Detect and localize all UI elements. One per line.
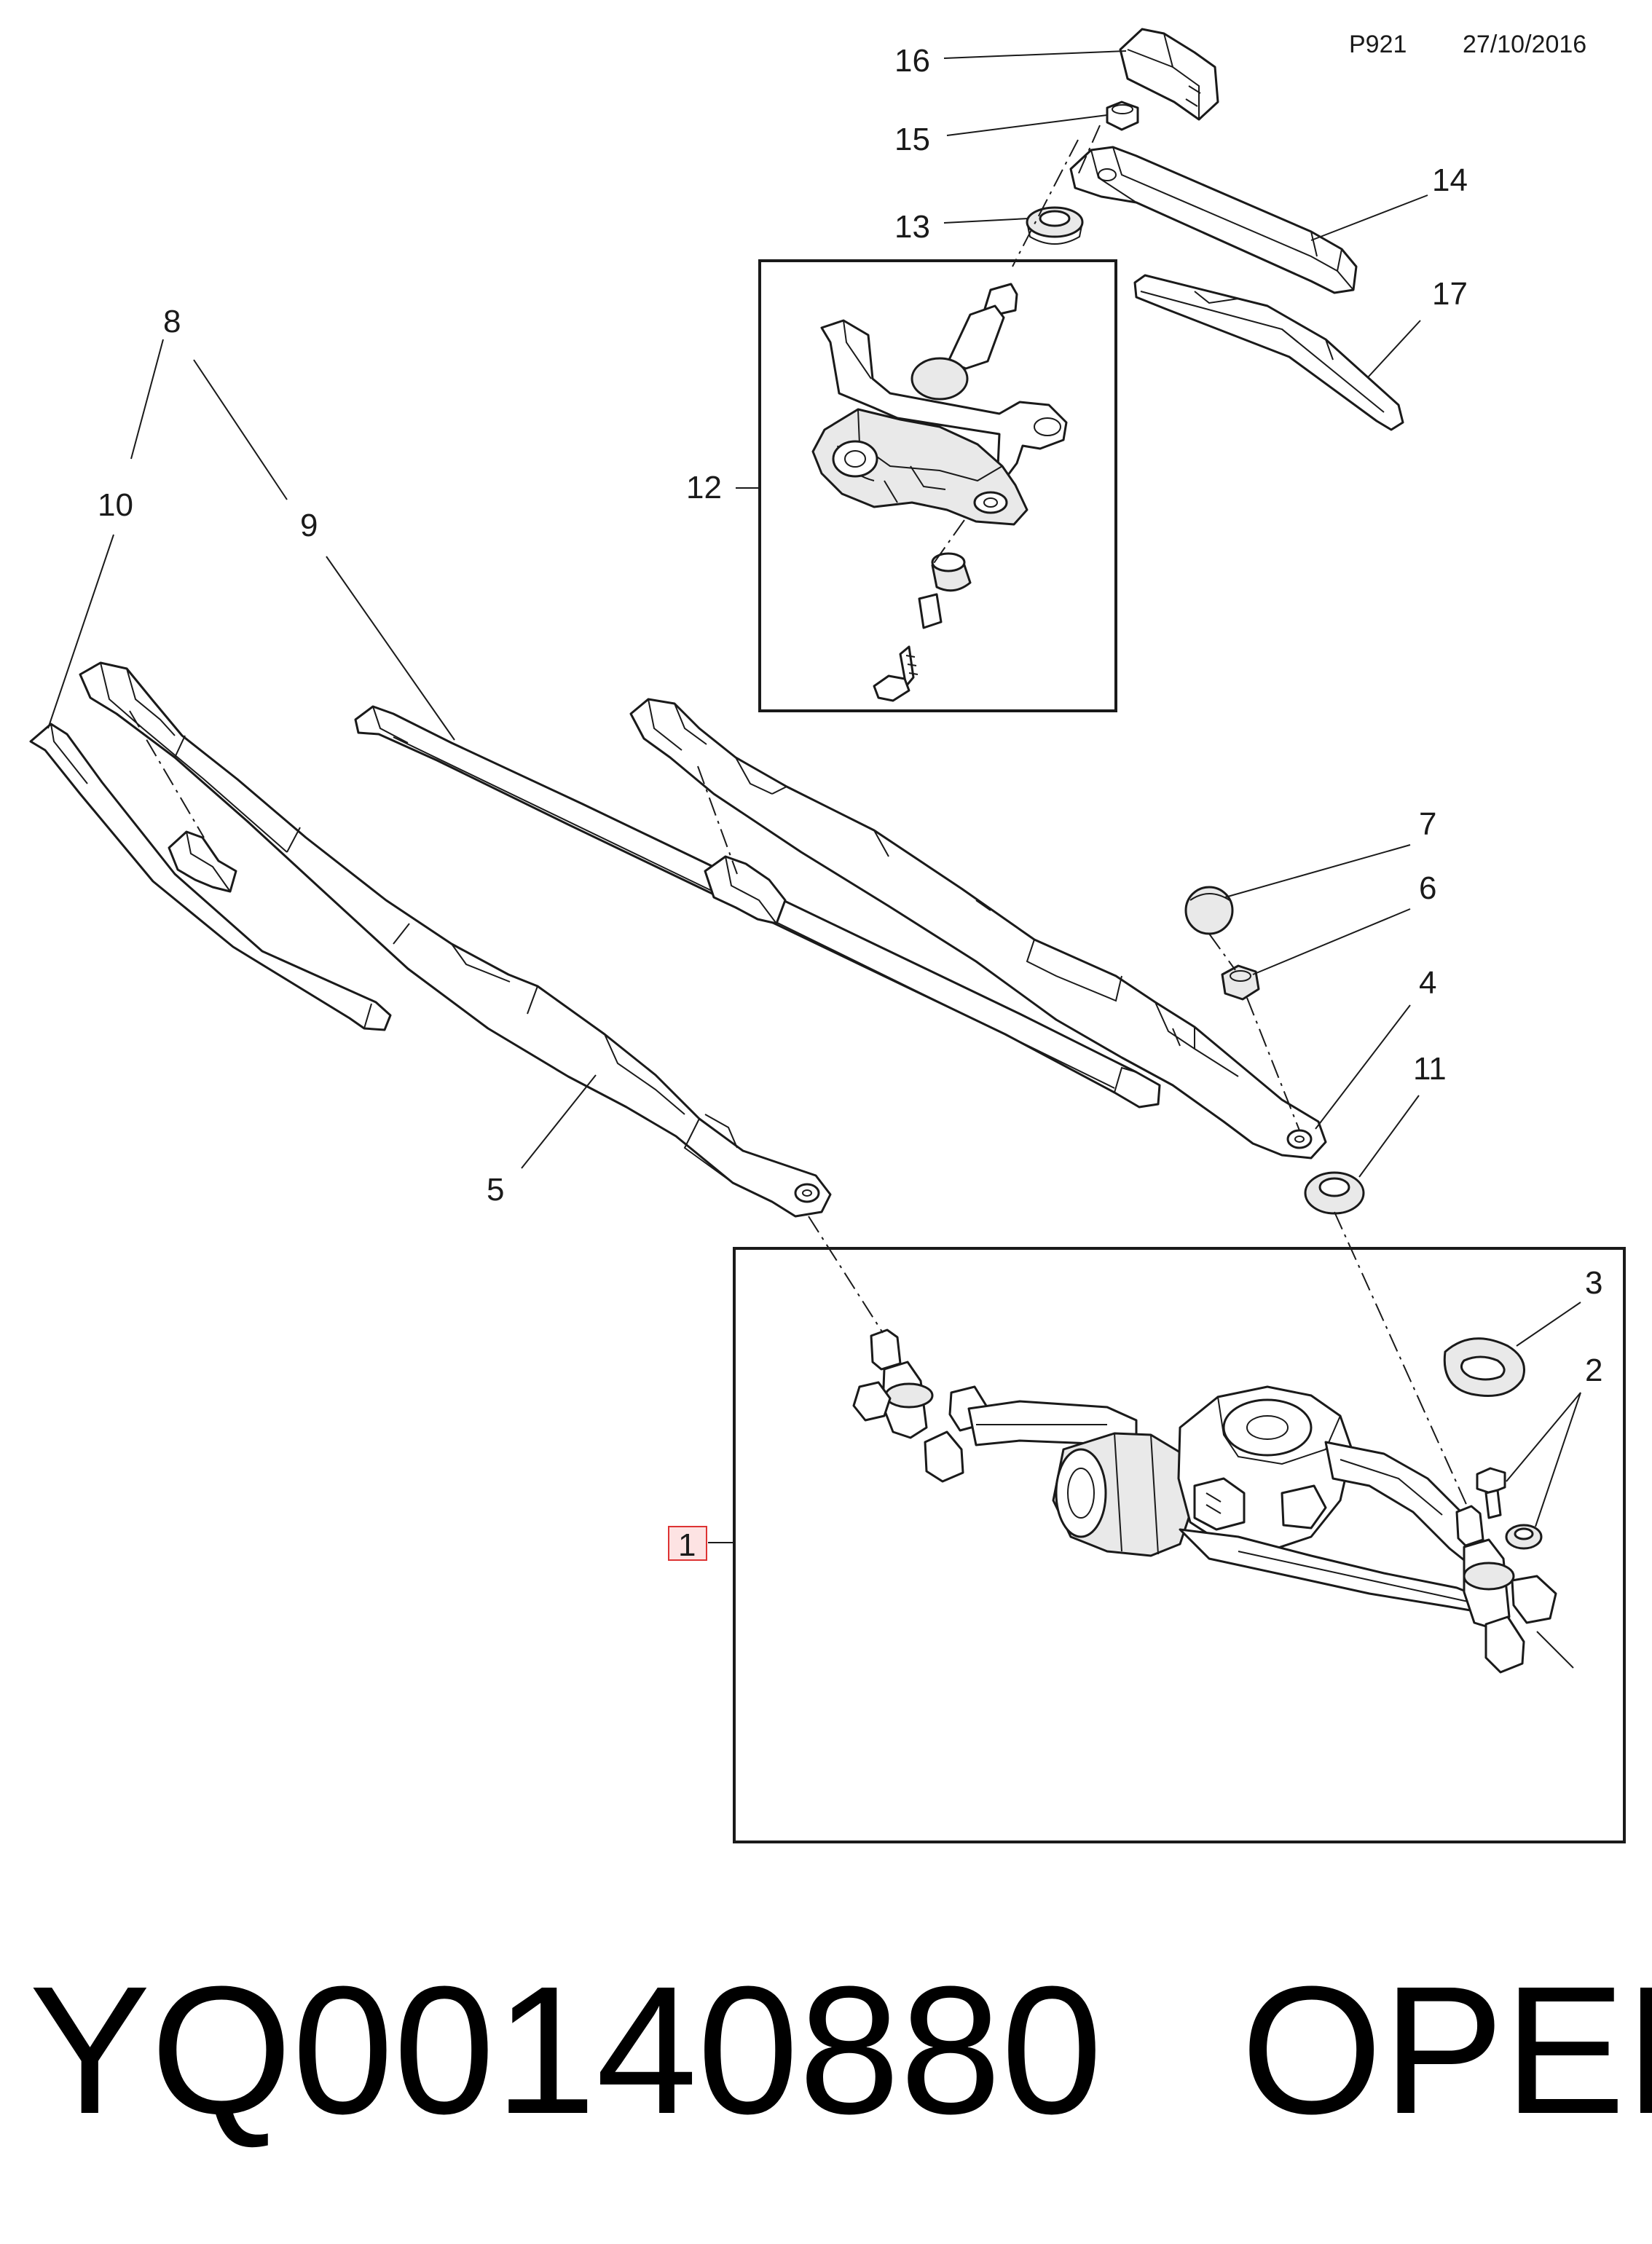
footer-caption: YQ00140880OPEL — [29, 1959, 1652, 2141]
assembly-line-rear-nut — [1077, 125, 1101, 176]
part-5-wiper-arm-left[interactable] — [79, 661, 832, 1218]
callout-13[interactable]: 13 — [894, 209, 930, 245]
part-2-bolt-and-bush[interactable] — [1476, 1467, 1543, 1550]
part-12-rear-wiper-motor[interactable] — [811, 283, 1068, 702]
part-1-wiper-linkage-motor[interactable] — [852, 1328, 1574, 1674]
callout-9[interactable]: 9 — [300, 508, 318, 543]
callout-1[interactable]: 1 — [678, 1527, 696, 1563]
callout-5[interactable]: 5 — [487, 1172, 504, 1208]
part-3-rubber-grommet[interactable] — [1443, 1337, 1525, 1397]
brand-name: OPEL — [1240, 1948, 1652, 2152]
inset-rear-wiper-motor — [758, 259, 1117, 712]
assembly-line-left-spindle — [808, 1216, 884, 1334]
diagram-date: 27/10/2016 — [1463, 31, 1586, 58]
part-14-rear-wiper-arm[interactable] — [1069, 146, 1358, 294]
assembly-line-rear-spindle — [1012, 139, 1079, 267]
callout-17[interactable]: 17 — [1432, 276, 1468, 312]
assembly-line-right-spindle — [1334, 1211, 1469, 1510]
part-4-wiper-arm-right[interactable] — [629, 698, 1327, 1160]
callout-14[interactable]: 14 — [1432, 162, 1468, 198]
part-16-cover-cap[interactable] — [1119, 28, 1219, 121]
inset-front-wiper-linkage — [733, 1247, 1626, 1843]
part-number: YQ00140880 — [29, 1948, 1103, 2152]
callout-6[interactable]: 6 — [1419, 870, 1436, 906]
callout-12[interactable]: 12 — [686, 470, 722, 505]
leader-lines — [47, 50, 1581, 1543]
callout-7[interactable]: 7 — [1419, 806, 1436, 842]
callouts: 16 15 13 14 17 12 8 10 9 7 6 4 11 5 3 2 … — [98, 43, 1602, 1563]
part-17-rear-wiper-blade[interactable] — [1133, 274, 1404, 431]
callout-1-highlight[interactable] — [668, 1526, 707, 1561]
part-6-nut[interactable] — [1221, 964, 1260, 1001]
callout-11[interactable]: 11 — [1413, 1051, 1447, 1087]
callout-15[interactable]: 15 — [894, 122, 930, 157]
assembly-line-blade-left — [129, 710, 205, 838]
part-10-wiper-blade-short[interactable] — [29, 723, 392, 1031]
part-7-cap[interactable] — [1184, 886, 1234, 935]
callout-8[interactable]: 8 — [163, 304, 181, 339]
assembly-line-nut — [1246, 997, 1300, 1131]
assembly-line-cap — [1208, 933, 1236, 971]
callout-4[interactable]: 4 — [1419, 965, 1436, 1001]
part-11-washer[interactable] — [1304, 1171, 1365, 1215]
callout-3[interactable]: 3 — [1585, 1265, 1602, 1301]
part-13-grommet[interactable] — [1026, 206, 1084, 245]
callout-16[interactable]: 16 — [894, 43, 930, 79]
callout-10[interactable]: 10 — [98, 487, 133, 523]
diagram-code: P921 — [1349, 31, 1407, 58]
assembly-line-rear-bush — [932, 519, 965, 566]
callout-2[interactable]: 2 — [1585, 1353, 1602, 1388]
part-15-nut[interactable] — [1106, 101, 1139, 131]
part-9-wiper-blade-long[interactable] — [354, 705, 1161, 1109]
